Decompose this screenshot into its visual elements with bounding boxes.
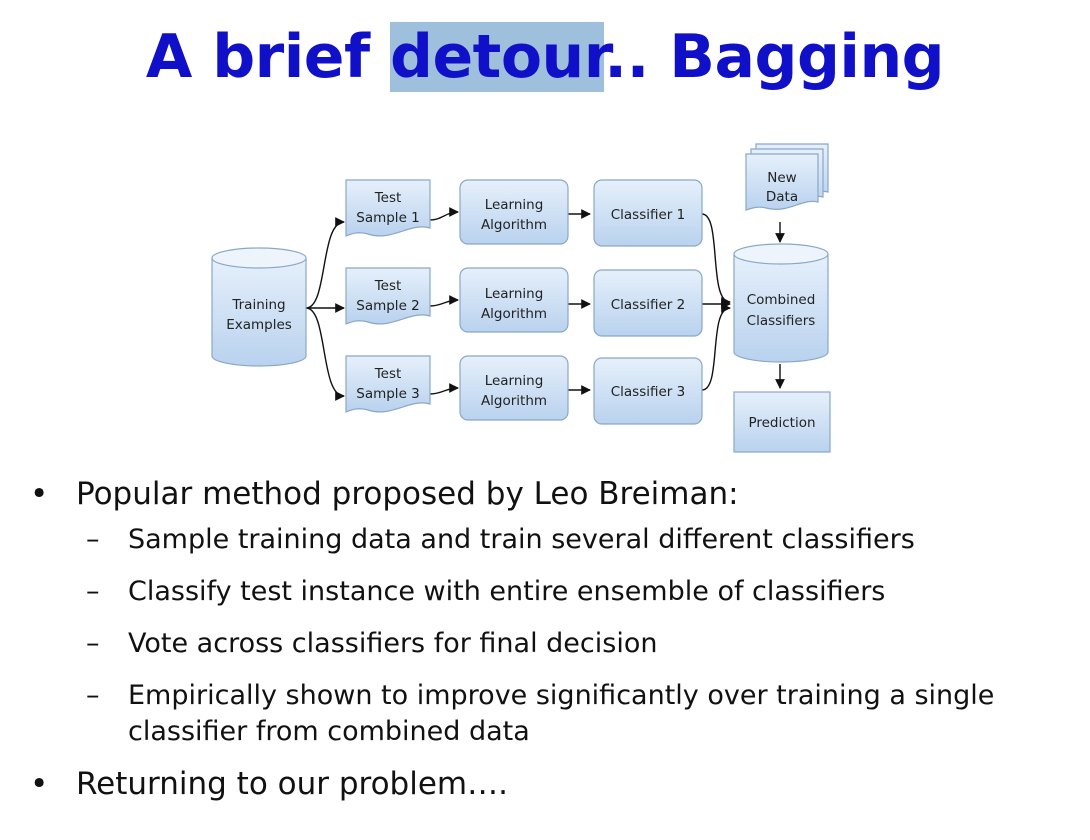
training-label-line-2: Examples (226, 317, 292, 333)
algorithm-1-line-2: Algorithm (481, 217, 547, 233)
connectors (305, 207, 785, 401)
test-sample-2: Test Sample 2 (345, 267, 431, 325)
sub-bullet-4: – Empirically shown to improve significa… (30, 678, 1080, 750)
sample-1-line-1: Test (374, 190, 402, 206)
arrow-sample-3-to-algorithm (429, 383, 459, 395)
arrow-sample-2-to-algorithm (429, 295, 459, 307)
title-pre: A brief (145, 22, 390, 92)
sub-bullet-2-text: Classify test instance with entire ensem… (128, 576, 886, 607)
bullet-main-1: • Popular method proposed by Leo Breiman… (30, 474, 1080, 514)
sample-2-line-1: Test (374, 278, 402, 294)
bullet-dot: • (30, 476, 49, 512)
sub-bullet-dash: – (86, 628, 100, 659)
slide-title: A brief detour.. Bagging (0, 22, 1090, 92)
combined-line-1: Combined (747, 292, 816, 308)
combined-line-2: Classifiers (747, 313, 816, 329)
sample-3-line-1: Test (374, 366, 402, 382)
sub-bullet-1: – Sample training data and train several… (30, 522, 1080, 558)
learning-algorithm-1: Learning Algorithm (459, 179, 569, 245)
bullet-dot: • (30, 766, 49, 802)
learning-algorithm-3: Learning Algorithm (459, 355, 569, 421)
classifier-1-label: Classifier 1 (611, 207, 686, 223)
sub-bullet-dash: – (86, 524, 100, 555)
bullet-main-2-text: Returning to our problem…. (76, 766, 508, 802)
classifier-3: Classifier 3 (593, 357, 703, 425)
sub-bullet-4-line-2: classifier from combined data (128, 716, 530, 747)
training-label-line-1: Training (231, 297, 285, 313)
prediction-box: Prediction (733, 391, 831, 453)
new-data-line-1: New (767, 170, 796, 186)
test-sample-1: Test Sample 1 (345, 179, 431, 237)
arrow-sample-1-to-algorithm (429, 207, 459, 221)
bullet-main-2: • Returning to our problem…. (30, 764, 1080, 804)
sub-bullet-3: – Vote across classifiers for final deci… (30, 626, 1080, 662)
prediction-label: Prediction (748, 415, 815, 431)
bullet-main-1-text: Popular method proposed by Leo Breiman: (76, 476, 739, 512)
classifier-3-label: Classifier 3 (611, 384, 686, 400)
classifier-1: Classifier 1 (593, 179, 703, 247)
sub-bullet-dash: – (86, 576, 100, 607)
arrow-classifier-1-to-combined (701, 213, 731, 307)
title-post: .. Bagging (604, 22, 945, 92)
arrow-classifier-3-to-combined (701, 303, 731, 391)
bullet-list: • Popular method proposed by Leo Breiman… (30, 470, 1080, 804)
arrow-training-to-sample-3 (305, 307, 345, 401)
sub-bullet-1-text: Sample training data and train several d… (128, 524, 915, 555)
test-sample-3: Test Sample 3 (345, 355, 431, 413)
sub-bullet-4-line-1: Empirically shown to improve significant… (128, 680, 995, 711)
arrow-training-to-sample-1 (305, 217, 345, 309)
title-highlight: detour (390, 22, 605, 92)
classifier-2: Classifier 2 (593, 269, 703, 337)
sub-bullet-dash: – (86, 680, 100, 711)
algorithm-3-line-1: Learning (485, 373, 544, 389)
new-data-documents: New Data (745, 143, 829, 211)
combined-classifiers-cylinder: Combined Classifiers (733, 243, 829, 363)
training-examples-cylinder: Training Examples (211, 247, 307, 367)
sample-1-line-2: Sample 1 (356, 210, 420, 226)
classifier-2-label: Classifier 2 (611, 297, 686, 313)
sub-bullet-3-text: Vote across classifiers for final decisi… (128, 628, 658, 659)
algorithm-2-line-1: Learning (485, 286, 544, 302)
algorithm-1-line-1: Learning (485, 197, 544, 213)
sub-bullet-2: – Classify test instance with entire ens… (30, 574, 1080, 610)
algorithm-3-line-2: Algorithm (481, 393, 547, 409)
sample-2-line-2: Sample 2 (356, 298, 420, 314)
sample-3-line-2: Sample 3 (356, 386, 420, 402)
new-data-line-2: Data (766, 189, 798, 205)
bagging-diagram: Training Examples Test Sample 1 Test Sam… (211, 143, 831, 453)
learning-algorithm-2: Learning Algorithm (459, 267, 569, 333)
algorithm-2-line-2: Algorithm (481, 306, 547, 322)
